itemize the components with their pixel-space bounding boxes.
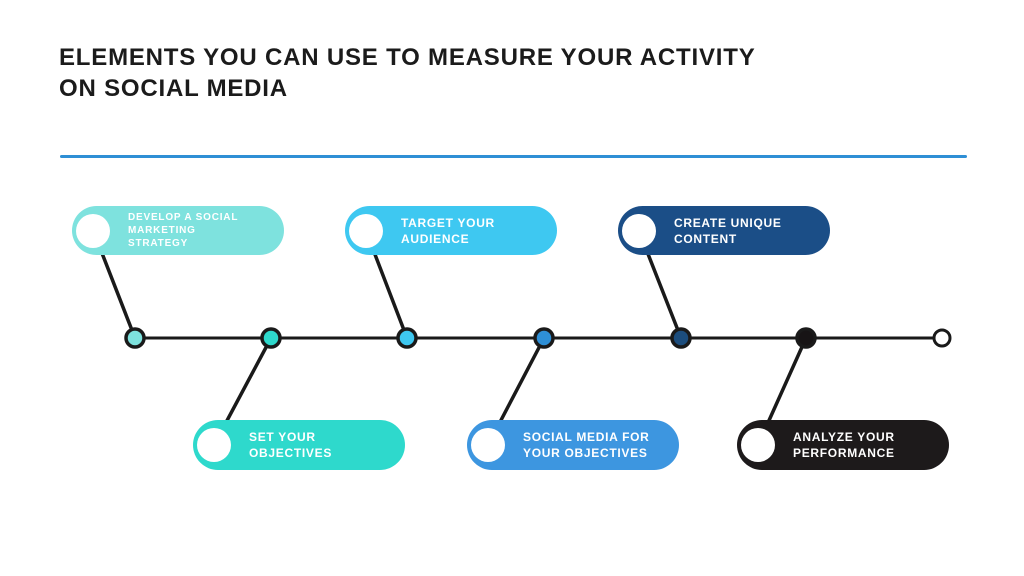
milestone-label: TARGET YOUR AUDIENCE	[401, 215, 495, 246]
timeline-end-dot	[932, 328, 952, 348]
timeline-dot	[670, 327, 692, 349]
milestone-circle	[471, 428, 505, 462]
page-title-line1: ELEMENTS YOU CAN USE TO MEASURE YOUR ACT…	[59, 44, 756, 71]
milestone-pill-unique-content: CREATE UNIQUE CONTENT	[618, 206, 830, 255]
milestone-label: DEVELOP A SOCIAL MARKETING STRATEGY	[128, 212, 239, 249]
timeline-dot	[795, 327, 817, 349]
milestone-label: SOCIAL MEDIA FOR YOUR OBJECTIVES	[523, 430, 650, 460]
timeline-dot	[260, 327, 282, 349]
milestone-circle	[197, 428, 231, 462]
milestone-pill-social-media: SOCIAL MEDIA FOR YOUR OBJECTIVES	[467, 420, 679, 470]
milestone-label: SET YOUR OBJECTIVES	[249, 430, 333, 460]
milestone-circle	[622, 213, 656, 248]
milestone-pill-develop-strategy: DEVELOP A SOCIAL MARKETING STRATEGY	[72, 206, 284, 255]
milestone-pill-set-objectives: SET YOUR OBJECTIVES	[193, 420, 405, 470]
page-title-line2: ON SOCIAL MEDIA	[59, 75, 288, 102]
timeline-dot	[124, 327, 146, 349]
timeline-dot	[533, 327, 555, 349]
milestone-pill-target-audience: TARGET YOUR AUDIENCE	[345, 206, 557, 255]
timeline-dot	[396, 327, 418, 349]
milestone-circle	[741, 428, 775, 462]
milestone-circle	[76, 213, 110, 248]
milestone-pill-analyze-performance: ANALYZE YOUR PERFORMANCE	[737, 420, 949, 470]
milestone-label: ANALYZE YOUR PERFORMANCE	[793, 430, 895, 460]
milestone-label: CREATE UNIQUE CONTENT	[674, 215, 782, 246]
milestone-circle	[349, 213, 383, 248]
page-title: ELEMENTS YOU CAN USE TO MEASURE YOUR ACT…	[59, 42, 756, 104]
title-divider	[60, 155, 967, 158]
